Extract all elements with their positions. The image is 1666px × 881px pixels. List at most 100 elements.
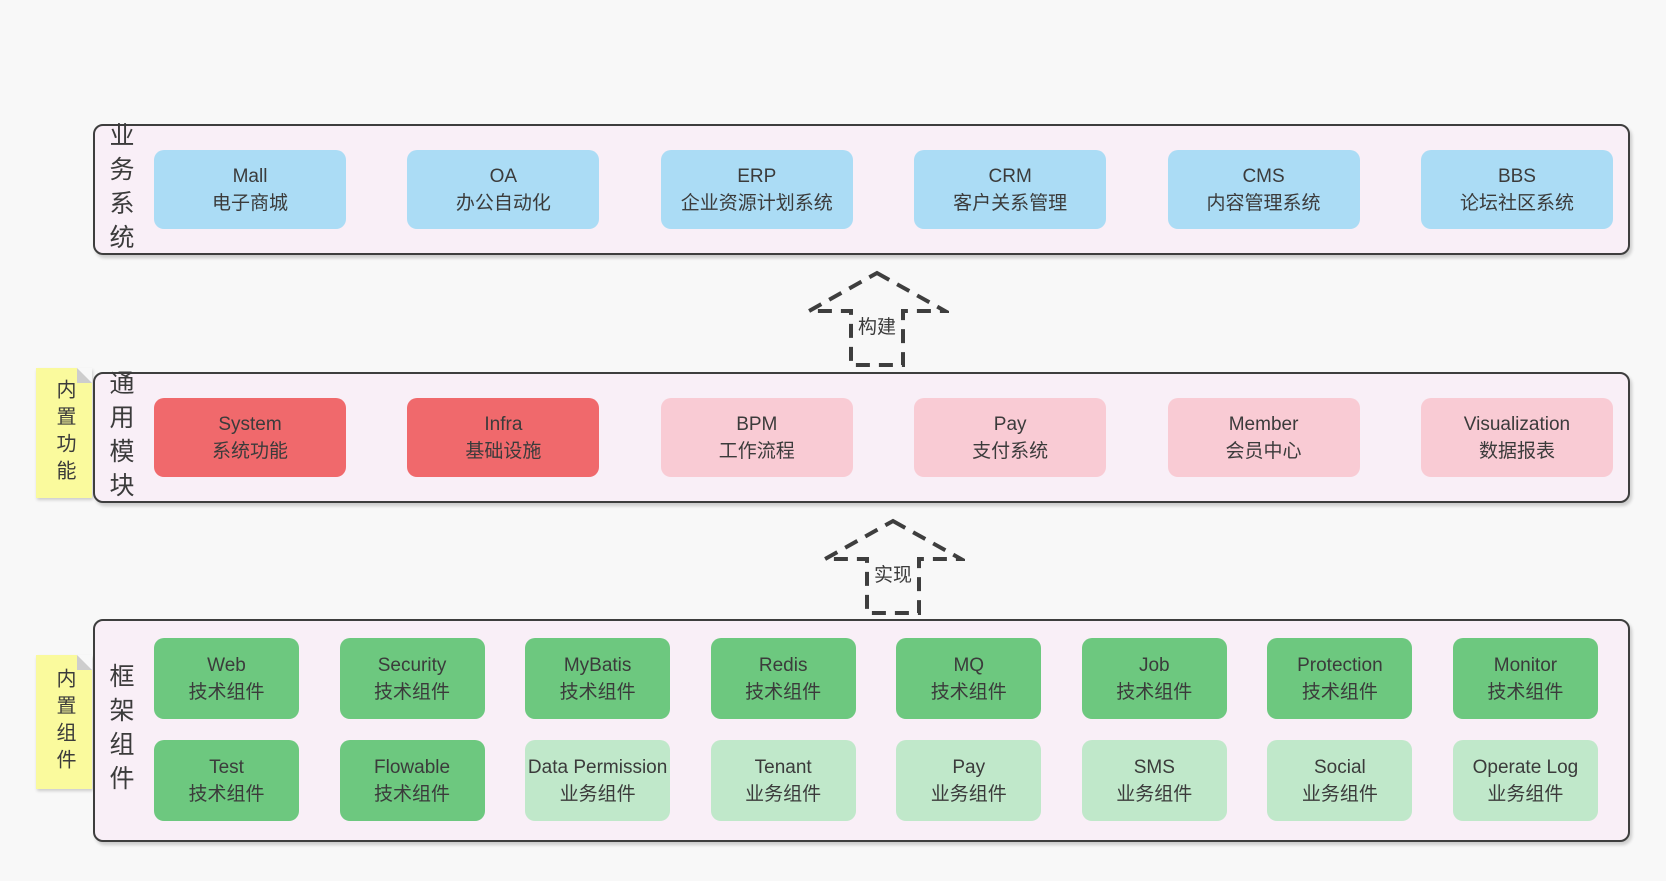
box-operate-log: Operate Log 业务组件 <box>1452 740 1598 821</box>
layer-framework-components: 框架组件 Web 技术组件 Security 技术组件 MyBatis 技术组件… <box>93 619 1630 842</box>
box-subtitle: 办公自动化 <box>455 192 551 214</box>
common-modules-row: System 系统功能 Infra 基础设施 BPM 工作流程 Pay 支付系统… <box>154 374 1613 501</box>
components-row-2: Test 技术组件 Flowable 技术组件 Data Permission … <box>154 740 1598 821</box>
box-member: Member 会员中心 <box>1167 398 1360 477</box>
box-bpm: BPM 工作流程 <box>660 398 853 477</box>
box-bbs: BBS 论坛社区系统 <box>1420 150 1613 229</box>
box-title: BBS <box>1497 165 1536 187</box>
box-title: Pay <box>993 413 1027 435</box>
box-security: Security 技术组件 <box>339 638 485 719</box>
sticky-note-label: 内置功能 <box>53 379 75 487</box>
box-subtitle: 技术组件 <box>1487 681 1564 703</box>
box-redis: Redis 技术组件 <box>710 638 856 719</box>
box-subtitle: 数据报表 <box>1478 440 1555 462</box>
box-mq: MQ 技术组件 <box>896 638 1042 719</box>
box-subtitle: 技术组件 <box>188 681 265 703</box>
box-job: Job 技术组件 <box>1081 638 1227 719</box>
box-subtitle: 技术组件 <box>559 681 636 703</box>
box-subtitle: 内容管理系统 <box>1206 192 1321 214</box>
box-oa: OA 办公自动化 <box>407 150 600 229</box>
box-title: CRM <box>988 165 1032 187</box>
sticky-note-built-in-features: 内置功能 <box>36 368 92 498</box>
box-test: Test 技术组件 <box>154 740 299 821</box>
sticky-note-label: 内置组件 <box>53 668 75 776</box>
box-subtitle: 电子商城 <box>211 192 288 214</box>
box-web: Web 技术组件 <box>154 638 299 719</box>
sticky-note-built-in-components: 内置组件 <box>36 655 92 789</box>
box-subtitle: 客户关系管理 <box>953 192 1068 214</box>
box-title: Data Permission <box>527 756 668 778</box>
box-title: System <box>218 413 282 435</box>
box-title: Infra <box>484 413 523 435</box>
layer-business-systems: 业务系统 Mall 电子商城 OA 办公自动化 ERP 企业资源计划系统 CRM… <box>93 122 1630 258</box>
box-subtitle: 业务组件 <box>559 783 636 805</box>
box-subtitle: 业务组件 <box>930 783 1007 805</box>
box-sms: SMS 业务组件 <box>1081 740 1227 821</box>
build-arrow-label: 构建 <box>854 311 900 340</box>
folded-corner <box>77 368 92 383</box>
business-systems-row: Mall 电子商城 OA 办公自动化 ERP 企业资源计划系统 CRM 客户关系… <box>154 126 1613 253</box>
framework-components-grid: Web 技术组件 Security 技术组件 MyBatis 技术组件 Redi… <box>154 638 1598 821</box>
box-subtitle: 系统功能 <box>211 440 288 462</box>
box-title: Job <box>1138 654 1170 676</box>
layer-label-framework-components: 框架组件 <box>106 662 134 799</box>
box-mall: Mall 电子商城 <box>154 150 346 229</box>
box-title: Flowable <box>374 756 451 778</box>
box-subtitle: 支付系统 <box>972 440 1049 462</box>
box-title: MQ <box>953 654 985 676</box>
layer-label-common-modules: 通用模块 <box>106 369 134 506</box>
box-title: Tenant <box>754 756 812 778</box>
box-mybatis: MyBatis 技术组件 <box>525 638 671 719</box>
box-title: Member <box>1228 413 1299 435</box>
box-pay: Pay 支付系统 <box>914 398 1107 477</box>
box-title: SMS <box>1133 756 1175 778</box>
box-subtitle: 业务组件 <box>1301 783 1378 805</box>
box-title: Test <box>209 756 244 778</box>
box-subtitle: 工作流程 <box>718 440 795 462</box>
box-subtitle: 技术组件 <box>1301 681 1378 703</box>
box-cms: CMS 内容管理系统 <box>1167 150 1360 229</box>
layer-common-modules: 通用模块 System 系统功能 Infra 基础设施 BPM 工作流程 Pay… <box>93 369 1630 506</box>
box-title: Operate Log <box>1472 756 1579 778</box>
folded-corner <box>77 655 92 670</box>
box-data-permission: Data Permission 业务组件 <box>525 740 671 821</box>
components-row-1: Web 技术组件 Security 技术组件 MyBatis 技术组件 Redi… <box>154 638 1598 719</box>
box-monitor: Monitor 技术组件 <box>1452 638 1598 719</box>
implement-arrow: 实现 <box>821 517 965 617</box>
box-subtitle: 企业资源计划系统 <box>680 192 833 214</box>
box-crm: CRM 客户关系管理 <box>914 150 1107 229</box>
box-subtitle: 基础设施 <box>465 440 542 462</box>
box-title: Protection <box>1297 654 1383 676</box>
box-system: System 系统功能 <box>154 398 346 477</box>
box-subtitle: 技术组件 <box>1116 681 1193 703</box>
box-subtitle: 技术组件 <box>374 783 451 805</box>
box-title: Visualization <box>1463 413 1571 435</box>
box-title: Pay <box>952 756 986 778</box>
box-title: CMS <box>1242 165 1285 187</box>
box-title: Mall <box>232 165 268 187</box>
box-flowable: Flowable 技术组件 <box>339 740 485 821</box>
box-subtitle: 业务组件 <box>1487 783 1564 805</box>
box-subtitle: 会员中心 <box>1225 440 1302 462</box>
box-tenant: Tenant 业务组件 <box>710 740 856 821</box>
box-subtitle: 技术组件 <box>374 681 451 703</box>
box-infra: Infra 基础设施 <box>407 398 600 477</box>
box-title: Redis <box>758 654 808 676</box>
box-subtitle: 技术组件 <box>930 681 1007 703</box>
box-title: BPM <box>736 413 778 435</box>
box-title: OA <box>489 165 518 187</box>
box-pay-business: Pay 业务组件 <box>896 740 1042 821</box>
box-title: ERP <box>737 165 777 187</box>
box-subtitle: 业务组件 <box>1116 783 1193 805</box>
box-title: Monitor <box>1493 654 1558 676</box>
box-subtitle: 技术组件 <box>188 783 265 805</box>
box-title: Social <box>1314 756 1366 778</box>
box-social: Social 业务组件 <box>1267 740 1413 821</box>
box-visualization: Visualization 数据报表 <box>1420 398 1613 477</box>
box-subtitle: 业务组件 <box>745 783 822 805</box>
build-arrow: 构建 <box>805 269 949 369</box>
box-title: Security <box>377 654 447 676</box>
box-protection: Protection 技术组件 <box>1267 638 1413 719</box>
box-erp: ERP 企业资源计划系统 <box>660 150 853 229</box>
